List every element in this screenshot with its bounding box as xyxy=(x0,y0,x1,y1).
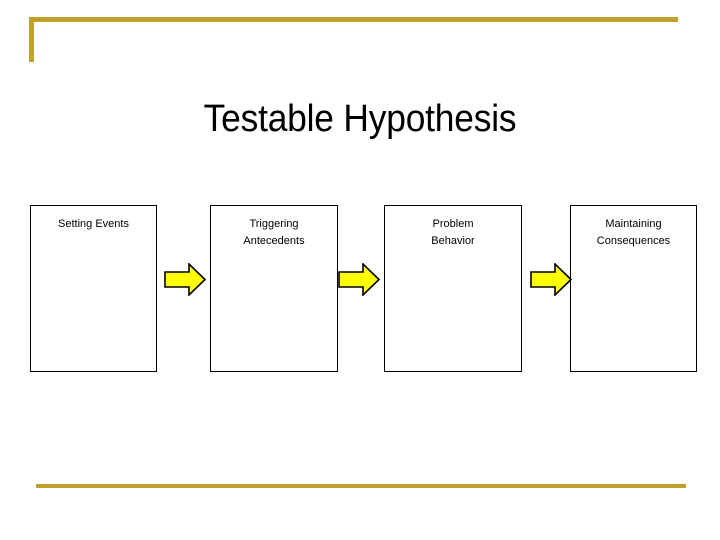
flow-box-maintaining-consequences: Maintaining Consequences xyxy=(570,205,697,372)
page-title: Testable Hypothesis xyxy=(203,98,517,140)
flow-box-problem-behavior: Problem Behavior xyxy=(384,205,522,372)
flow-box-triggering-antecedents: Triggering Antecedents xyxy=(210,205,338,372)
gold-bottom-rule xyxy=(36,484,686,488)
gold-top-rule xyxy=(29,17,678,22)
right-arrow-icon xyxy=(338,263,380,296)
flow-box-label: Triggering Antecedents xyxy=(243,218,305,247)
flow-box-label: Maintaining Consequences xyxy=(596,218,671,247)
flow-box-label: Setting Events xyxy=(58,218,129,230)
right-arrow-icon xyxy=(530,263,572,296)
right-arrow-icon xyxy=(164,263,206,296)
flow-box-setting-events: Setting Events xyxy=(30,205,157,372)
gold-left-rule xyxy=(29,17,34,62)
flow-box-label: Problem Behavior xyxy=(431,218,475,247)
